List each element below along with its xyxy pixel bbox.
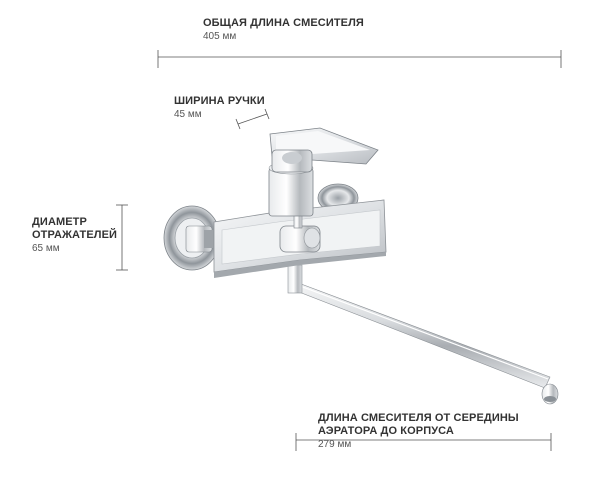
reflector-diameter-label: ДИАМЕТР ОТРАЖАТЕЛЕЙ 65 мм [32, 216, 117, 255]
handle-width-dimension-line [235, 108, 270, 130]
total-length-dimension-line [157, 50, 562, 68]
spout-length-value: 279 мм [318, 439, 352, 450]
total-length-value: 405 мм [203, 31, 237, 42]
total-length-label: ОБЩАЯ ДЛИНА СМЕСИТЕЛЯ 405 мм [203, 17, 364, 43]
reflector-diameter-value: 65 мм [32, 243, 60, 254]
reflector-diameter-title-1: ДИАМЕТР [32, 216, 87, 228]
spout-length-label: ДЛИНА СМЕСИТЕЛЯ ОТ СЕРЕДИНЫ АЭРАТОРА ДО … [318, 412, 519, 451]
spout-pipe [293, 283, 559, 405]
left-reflector [163, 205, 221, 271]
diverter-knob [279, 211, 321, 253]
reflector-diameter-dimension-line [116, 204, 128, 271]
spout-length-title-2: АЭРАТОРА ДО КОРПУСА [318, 425, 454, 437]
total-length-title: ОБЩАЯ ДЛИНА СМЕСИТЕЛЯ [203, 17, 364, 29]
handle-width-title: ШИРИНА РУЧКИ [174, 95, 265, 107]
reflector-diameter-title-2: ОТРАЖАТЕЛЕЙ [32, 229, 118, 241]
faucet-illustration [163, 127, 559, 405]
handle-width-value: 45 мм [174, 109, 202, 120]
spout-swivel [287, 264, 303, 294]
spout-length-dimension-line [295, 433, 552, 451]
spout-length-title-1: ДЛИНА СМЕСИТЕЛЯ ОТ СЕРЕДИНЫ [318, 412, 519, 424]
lever-handle [269, 127, 379, 173]
handle-width-label: ШИРИНА РУЧКИ 45 мм [174, 95, 265, 121]
